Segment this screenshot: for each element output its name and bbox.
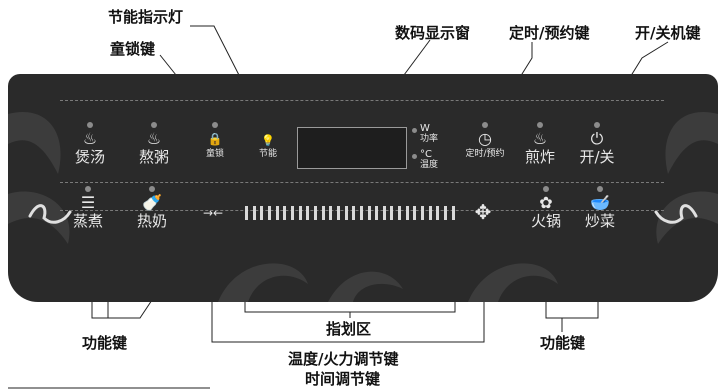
slide-tick	[375, 206, 379, 220]
porridge-key[interactable]: ♨ 熬粥	[132, 122, 176, 166]
callout-adjust-key-line2: 时间调节键	[305, 370, 381, 388]
callout-eco-indicator: 节能指示灯	[108, 8, 184, 26]
fry-key[interactable]: ♨ 煎炸	[518, 122, 562, 166]
slide-area[interactable]	[245, 206, 455, 220]
timer-label: 定时/预约	[465, 149, 505, 159]
milk-led	[149, 186, 155, 192]
slide-tick	[260, 206, 264, 220]
digital-display	[297, 127, 407, 169]
callout-function-keys-left: 功能键	[82, 334, 128, 352]
callout-adjust-key-line1: 温度/火力调节键	[288, 350, 399, 368]
bowl-icon: ♨	[146, 129, 162, 148]
timer-key[interactable]: ◷ 定时/预约	[456, 122, 514, 160]
hotpot-led	[543, 186, 549, 192]
stirfry-key[interactable]: 🥣 炒菜	[578, 186, 622, 230]
slide-tick	[275, 206, 279, 220]
slide-tick	[428, 206, 432, 220]
watt-symbol: W	[420, 123, 430, 134]
watt-unit: W 功率	[420, 123, 439, 145]
power-icon: ⏻	[590, 129, 604, 148]
slide-tick	[421, 206, 425, 220]
slide-tick	[290, 206, 294, 220]
slide-tick	[329, 206, 333, 220]
slide-tick	[436, 206, 440, 220]
slide-tick	[313, 206, 317, 220]
slide-tick	[382, 206, 386, 220]
slide-tick	[336, 206, 340, 220]
temp-unit: °C 温度	[420, 149, 439, 171]
divider-middle	[60, 182, 664, 184]
milk-key[interactable]: 🍼 热奶	[130, 186, 174, 230]
increase-icon: ✥	[474, 200, 492, 224]
soup-led	[87, 122, 93, 128]
slide-tick	[451, 206, 455, 220]
power-led	[594, 122, 600, 128]
pot-icon: ♨	[82, 129, 98, 148]
slide-tick	[245, 206, 248, 220]
porridge-led	[151, 122, 157, 128]
callout-function-keys-right: 功能键	[540, 334, 586, 352]
slide-tick	[267, 206, 271, 220]
callout-slide-area: 指划区	[326, 320, 372, 338]
callout-digital-display: 数码显示窗	[395, 24, 471, 42]
child-lock-led	[212, 122, 218, 128]
wok-icon: 🥣	[590, 193, 610, 212]
eco-indicator: 💡 节能	[256, 134, 280, 160]
clock-icon: ◷	[478, 129, 492, 148]
soup-label: 煲汤	[74, 148, 105, 166]
bottle-icon: 🍼	[142, 193, 162, 212]
soup-key[interactable]: ♨ 煲汤	[68, 122, 112, 166]
watt-led	[412, 128, 417, 133]
slide-tick	[283, 206, 287, 220]
slide-tick	[321, 206, 325, 220]
decrease-key[interactable]: →←	[198, 204, 228, 222]
lock-icon: 🔒	[207, 132, 223, 146]
hotpot-key[interactable]: ✿ 火锅	[524, 186, 568, 230]
steam-key[interactable]: ☰ 蒸煮	[66, 186, 110, 230]
bulb-icon: 💡	[261, 134, 275, 147]
slide-tick	[306, 206, 310, 220]
slide-tick	[252, 206, 256, 220]
steam-label: 蒸煮	[72, 212, 103, 230]
watt-label: 功率	[420, 134, 439, 144]
decrease-icon: →←	[202, 206, 224, 220]
hotpot-icon: ✿	[539, 193, 553, 212]
stirfry-led	[597, 186, 603, 192]
divider-top	[60, 100, 664, 102]
slide-tick	[367, 206, 371, 220]
callout-timer-key: 定时/预约键	[509, 24, 590, 42]
fry-led	[537, 122, 543, 128]
callout-power-key: 开/关机键	[635, 24, 701, 42]
temp-led	[412, 154, 417, 159]
slide-tick	[444, 206, 448, 220]
increase-key[interactable]: ✥	[468, 200, 498, 224]
slide-tick	[398, 206, 402, 220]
decorative-swirls	[8, 112, 718, 302]
slide-tick	[344, 206, 348, 220]
temp-symbol: °C	[420, 149, 432, 160]
slide-tick	[405, 206, 409, 220]
slide-tick	[359, 206, 363, 220]
pan-icon: ♨	[532, 129, 548, 148]
hotpot-label: 火锅	[530, 212, 561, 230]
fry-label: 煎炸	[524, 148, 555, 166]
steamer-icon: ☰	[80, 193, 96, 212]
temp-label: 温度	[420, 160, 439, 170]
steam-led	[85, 186, 91, 192]
porridge-label: 熬粥	[138, 148, 169, 166]
stirfry-label: 炒菜	[584, 212, 615, 230]
child-lock-label: 童锁	[205, 149, 224, 159]
callout-child-lock-key: 童锁键	[110, 40, 156, 58]
timer-led	[482, 122, 488, 128]
slide-tick	[390, 206, 394, 220]
power-label: 开/关	[579, 148, 615, 166]
slide-tick	[413, 206, 417, 220]
child-lock-key[interactable]: 🔒 童锁	[200, 122, 230, 160]
slide-tick	[352, 206, 356, 220]
power-key[interactable]: ⏻ 开/关	[572, 122, 622, 166]
slide-tick	[298, 206, 302, 220]
eco-label: 节能	[258, 149, 277, 159]
milk-label: 热奶	[136, 212, 167, 230]
